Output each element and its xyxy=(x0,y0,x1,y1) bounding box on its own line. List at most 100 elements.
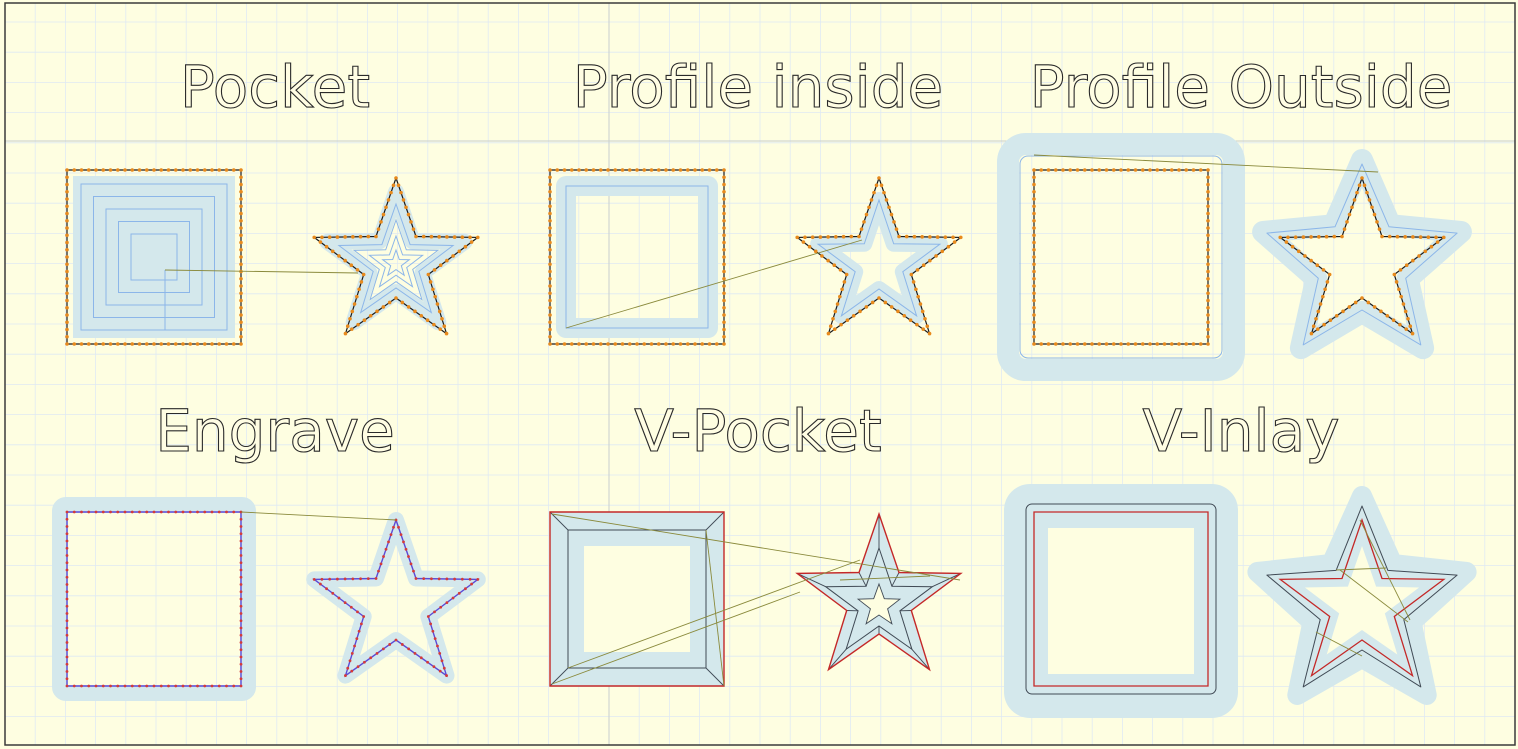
vertex-dot xyxy=(65,670,69,673)
vertex-dot xyxy=(877,296,881,300)
vertex-dot xyxy=(722,255,726,259)
operation-pocket[interactable] xyxy=(65,168,480,346)
vertex-dot xyxy=(584,342,589,346)
vertex-dot xyxy=(356,610,359,614)
vertex-dot xyxy=(1126,342,1131,346)
vertex-dot xyxy=(231,342,236,346)
vertex-dot xyxy=(722,327,726,332)
operation-v-inlay[interactable] xyxy=(1004,484,1477,718)
vertex-dot xyxy=(369,656,373,660)
vertex-dot xyxy=(1061,342,1065,346)
vertex-dot xyxy=(239,583,243,586)
vertex-dot xyxy=(921,327,926,331)
vertex-dot xyxy=(894,227,899,231)
vertex-dot xyxy=(810,235,815,239)
vertex-dot xyxy=(436,644,439,648)
vertex-dot xyxy=(1398,268,1403,272)
vertex-dot xyxy=(1309,331,1314,336)
vertex-dot xyxy=(1315,263,1320,268)
vertex-dot xyxy=(1104,168,1109,172)
operation-profile-inside[interactable] xyxy=(548,168,963,346)
vertex-dot xyxy=(65,320,69,325)
vertex-dot xyxy=(1399,294,1403,299)
vertex-dot xyxy=(1032,182,1036,187)
vertex-dot xyxy=(402,540,405,544)
vertex-dot xyxy=(224,342,229,346)
vertex-dot xyxy=(217,342,222,346)
vertex-dot xyxy=(840,287,844,292)
vertex-dot xyxy=(722,240,726,245)
vertex-dot xyxy=(1380,234,1384,239)
vertex-dot xyxy=(548,218,552,223)
vertex-dot xyxy=(1191,342,1196,346)
vertex-dot xyxy=(1177,342,1181,346)
vertex-dot xyxy=(889,212,894,217)
vertex-dot xyxy=(65,305,69,310)
vertex-dot xyxy=(239,612,243,615)
profile-inside-square-outline xyxy=(549,169,725,345)
vertex-dot xyxy=(1032,233,1036,238)
vertex-dot xyxy=(1068,168,1073,172)
vertex-dot xyxy=(359,577,362,581)
vertex-dot xyxy=(366,577,370,581)
vertex-dot xyxy=(422,577,426,581)
vertex-dot xyxy=(1032,291,1036,296)
vertex-dot xyxy=(239,298,243,303)
vertex-dot xyxy=(1198,342,1203,346)
travel-move xyxy=(240,511,397,521)
vertex-dot xyxy=(343,331,348,336)
vertex-dot xyxy=(65,233,69,238)
vertex-dot xyxy=(1418,235,1423,239)
vertex-dot xyxy=(65,269,69,274)
vertex-dot xyxy=(887,205,891,210)
vertex-dot xyxy=(65,211,69,216)
vertex-dot xyxy=(357,629,361,633)
vertex-dot xyxy=(435,302,440,306)
vertex-dot xyxy=(65,189,69,194)
vertex-dot xyxy=(548,247,552,252)
vertex-dot xyxy=(1032,298,1036,303)
vertex-dot xyxy=(722,284,726,288)
vertex-dot xyxy=(239,175,243,180)
vertex-dot xyxy=(457,591,461,595)
vertex-dot xyxy=(344,674,347,677)
vertex-dot xyxy=(65,641,69,644)
v-pocket-corner-edge xyxy=(705,511,725,531)
travel-move xyxy=(839,575,931,581)
vertex-dot xyxy=(413,309,417,314)
vertex-dot xyxy=(714,168,719,172)
vertex-dot xyxy=(722,291,726,296)
vertex-dot xyxy=(65,327,69,332)
vertex-dot xyxy=(920,309,925,314)
vertex-dot xyxy=(166,342,171,346)
vertex-dot xyxy=(239,218,243,223)
vertex-dot xyxy=(387,540,390,544)
vertex-dot xyxy=(813,249,818,254)
vertex-dot xyxy=(109,684,112,688)
operation-v-pocket[interactable] xyxy=(549,511,963,687)
vertex-dot xyxy=(377,569,380,573)
vertex-dot xyxy=(202,342,207,346)
vertex-dot xyxy=(693,342,697,346)
v-pocket-corner-edge xyxy=(549,511,569,531)
v-inlay-square-hole xyxy=(1048,528,1194,674)
vertex-dot xyxy=(468,235,472,240)
vertex-dot xyxy=(101,342,106,346)
vertex-dot xyxy=(841,234,846,239)
vertex-dot xyxy=(335,577,339,581)
operation-engrave[interactable] xyxy=(52,497,486,701)
vertex-dot xyxy=(1090,342,1094,346)
vertex-dot xyxy=(468,577,472,581)
vertex-dot xyxy=(598,342,603,346)
vertex-dot xyxy=(86,342,91,346)
vertex-dot xyxy=(130,510,134,514)
vertex-dot xyxy=(359,622,363,626)
operation-profile-outside[interactable] xyxy=(997,133,1472,381)
vertex-dot xyxy=(635,342,639,346)
vertex-dot xyxy=(239,575,243,579)
v-pocket-corner-edge xyxy=(828,649,847,670)
vertex-dot xyxy=(897,234,901,239)
vertex-dot xyxy=(909,272,914,277)
vertex-dot xyxy=(842,280,847,284)
